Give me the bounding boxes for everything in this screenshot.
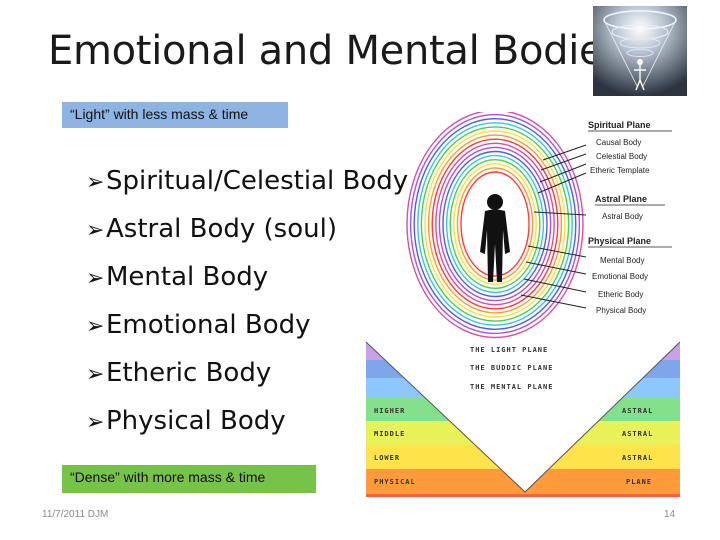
arrow-bullet-icon: ➢ bbox=[86, 362, 105, 387]
body-label: Mental Body bbox=[106, 262, 269, 292]
slide-title: Emotional and Mental Bodies bbox=[48, 28, 624, 74]
astral-plane-heading: Astral Plane bbox=[595, 194, 647, 204]
body-label: Physical Body bbox=[106, 406, 286, 436]
arrow-bullet-icon: ➢ bbox=[86, 170, 105, 195]
dense-note: “Dense” with more mass & time bbox=[62, 465, 316, 493]
legend-causal: Causal Body bbox=[596, 138, 641, 147]
aura-ring bbox=[424, 130, 566, 318]
triangle-outline bbox=[365, 341, 681, 493]
legend-emotional: Emotional Body bbox=[592, 272, 648, 281]
pointer-line bbox=[533, 211, 587, 216]
pointer-line bbox=[520, 294, 587, 309]
body-label: Spiritual/Celestial Body bbox=[106, 166, 409, 196]
legend-astral-body: Astral Body bbox=[602, 212, 643, 221]
body-list-item: ➢Emotional Body bbox=[86, 302, 408, 350]
band-label-middle: MIDDLE bbox=[374, 430, 405, 438]
body-label: Etheric Body bbox=[106, 358, 272, 388]
arrow-bullet-icon: ➢ bbox=[86, 314, 105, 339]
aura-ring bbox=[435, 142, 555, 306]
band-label-lower: LOWER bbox=[374, 454, 400, 462]
pointer-line bbox=[540, 153, 587, 171]
aura-ring bbox=[453, 163, 537, 285]
body-list-item: ➢Etheric Body bbox=[86, 350, 408, 398]
pointer-line bbox=[542, 144, 587, 161]
legend-physical: Physical Body bbox=[596, 306, 646, 315]
aura-ring bbox=[406, 112, 584, 339]
legend-mental: Mental Body bbox=[600, 256, 644, 265]
body-list-item: ➢Mental Body bbox=[86, 254, 408, 302]
arrow-bullet-icon: ➢ bbox=[86, 410, 105, 435]
body-label: Emotional Body bbox=[106, 310, 311, 340]
arrow-bullet-icon: ➢ bbox=[86, 218, 105, 243]
aura-ring bbox=[431, 138, 559, 310]
body-label: Astral Body (soul) bbox=[106, 214, 337, 244]
light-note: “Light” with less mass & time bbox=[62, 102, 288, 128]
pointer-line bbox=[539, 163, 587, 183]
aura-ring bbox=[445, 154, 545, 294]
pointer-line bbox=[527, 245, 587, 258]
human-silhouette-icon bbox=[480, 194, 510, 282]
plane-band bbox=[366, 494, 680, 497]
pointer-line bbox=[523, 278, 587, 293]
band-label-plane: PLANE bbox=[626, 478, 652, 486]
body-list: ➢Spiritual/Celestial Body ➢Astral Body (… bbox=[86, 158, 408, 446]
physical-plane-heading: Physical Plane bbox=[588, 236, 651, 246]
legend-etheric-template: Etheric Template bbox=[590, 166, 650, 175]
aura-ring bbox=[413, 117, 577, 331]
aura-ring bbox=[420, 126, 570, 322]
aura-ring bbox=[438, 146, 552, 302]
aura-ring bbox=[456, 167, 534, 281]
footer-date: 11/7/2011 DJM bbox=[42, 509, 109, 520]
triangle-overlay bbox=[366, 342, 680, 492]
aura-ring bbox=[409, 113, 581, 335]
planes-diagram: Spiritual Plane Causal Body Celestial Bo… bbox=[365, 112, 681, 497]
legend-etheric: Etheric Body bbox=[598, 290, 643, 299]
aura-ring bbox=[449, 158, 541, 290]
band-label-astral-higher: ASTRAL bbox=[622, 407, 653, 415]
pointer-line bbox=[537, 172, 587, 194]
body-list-item: ➢Spiritual/Celestial Body bbox=[86, 158, 408, 206]
band-label-mental: THE MENTAL PLANE bbox=[470, 383, 553, 391]
body-list-item: ➢Physical Body bbox=[86, 398, 408, 446]
band-label-physical: PHYSICAL bbox=[374, 478, 416, 486]
band-label-light: THE LIGHT PLANE bbox=[470, 346, 548, 354]
page-number: 14 bbox=[664, 509, 676, 520]
spiritual-plane-heading: Spiritual Plane bbox=[588, 120, 651, 130]
energy-vortex-photo bbox=[593, 6, 687, 96]
band-label-astral-middle: ASTRAL bbox=[622, 430, 653, 438]
aura-ring bbox=[442, 150, 548, 298]
band-label-higher: HIGHER bbox=[374, 407, 405, 415]
band-label-astral-lower: ASTRAL bbox=[622, 454, 653, 462]
aura-ring bbox=[417, 122, 573, 326]
legend-celestial: Celestial Body bbox=[596, 152, 647, 161]
arrow-bullet-icon: ➢ bbox=[86, 266, 105, 291]
aura-ring bbox=[427, 134, 563, 314]
pointer-lines bbox=[520, 144, 587, 309]
aura-rings bbox=[406, 112, 584, 339]
band-label-buddic: THE BUDDIC PLANE bbox=[470, 364, 553, 372]
body-list-item: ➢Astral Body (soul) bbox=[86, 206, 408, 254]
pointer-line bbox=[525, 261, 587, 275]
aura-ring bbox=[460, 171, 530, 277]
